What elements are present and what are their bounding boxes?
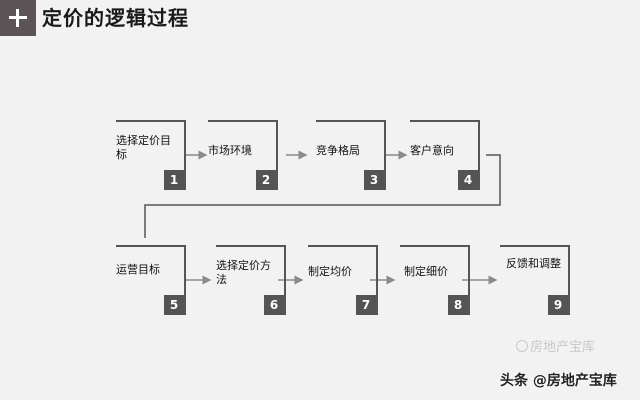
step-label: 制定均价 [308,265,352,278]
step-number: 4 [458,170,478,190]
step-8: 制定细价 8 [400,245,470,315]
step-number: 5 [164,295,184,315]
step-label: 选择定价方法 [216,259,271,286]
plus-icon [0,0,36,36]
watermark-icon [516,340,528,352]
step-label: 选择定价目标 [116,134,171,161]
step-number: 2 [256,170,276,190]
watermark: 房地产宝库 [530,340,596,355]
step-label: 反馈和调整 [506,257,561,270]
step-3: 竞争格局 3 [316,120,386,190]
step-label: 运营目标 [116,263,160,276]
step-number: 9 [548,295,568,315]
step-6: 选择定价方法 6 [216,245,286,315]
step-number: 7 [356,295,376,315]
step-1: 选择定价目标 1 [116,120,186,190]
step-label: 竞争格局 [316,144,360,157]
step-number: 6 [264,295,284,315]
step-9: 反馈和调整 9 [500,245,570,315]
step-number: 8 [448,295,468,315]
step-2: 市场环境 2 [208,120,278,190]
step-7: 制定均价 7 [308,245,378,315]
step-number: 1 [164,170,184,190]
step-number: 3 [364,170,384,190]
step-4: 客户意向 4 [410,120,480,190]
page-title: 定价的逻辑过程 [42,6,189,30]
footer-credit: 头条 @房地产宝库 [500,373,617,389]
step-label: 市场环境 [208,144,252,157]
arrow-4-5 [144,154,501,238]
step-label: 制定细价 [404,265,448,278]
step-5: 运营目标 5 [116,245,186,315]
step-label: 客户意向 [410,144,454,157]
